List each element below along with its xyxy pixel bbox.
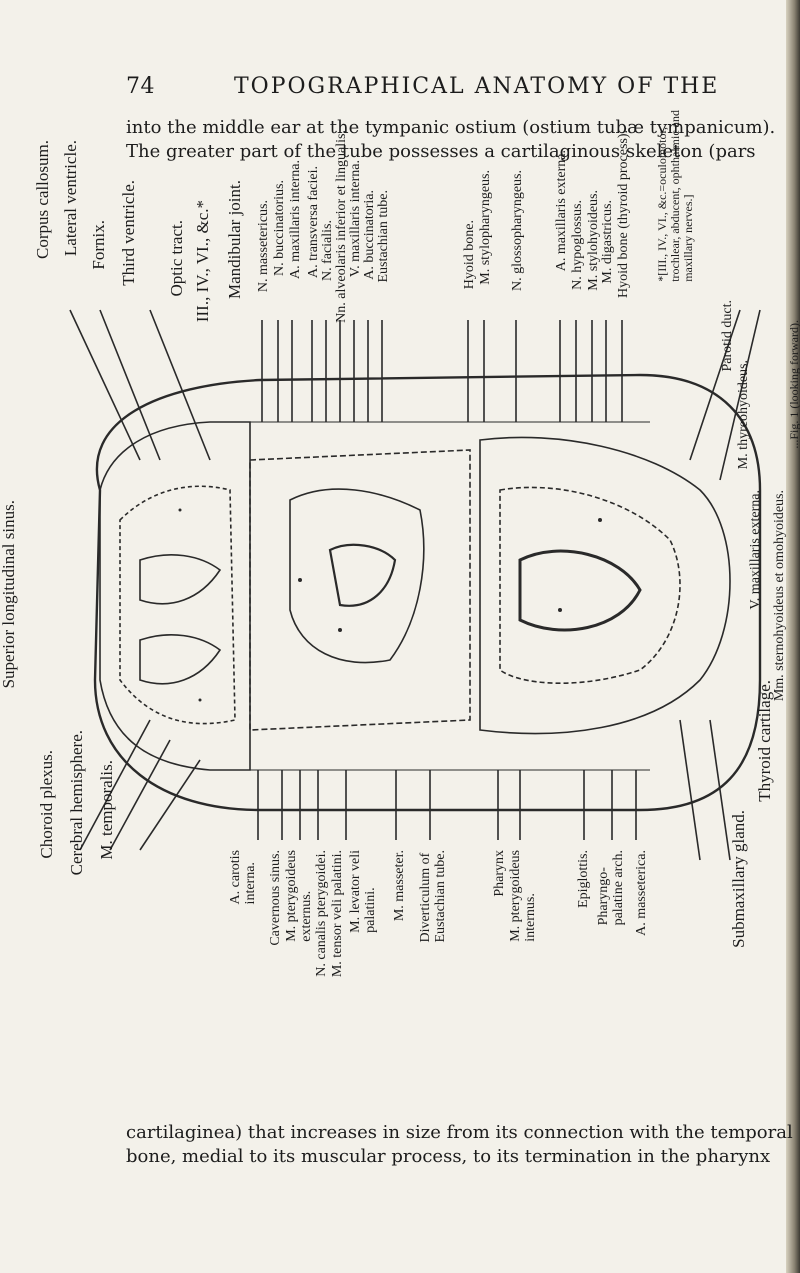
label-hyoid-bone: Hyoid bone.	[462, 220, 477, 290]
label-mandibular-joint: Mandibular joint.	[225, 180, 244, 299]
text-line: bone, medial to its muscular process, to…	[126, 1146, 771, 1167]
label-hyoid-bone-thyroid-process: Hyoid bone (thyroid process).	[616, 130, 631, 298]
label-a-carotis-interna: A. carotis interna.	[228, 850, 258, 905]
label-mm-sternohyoideus: Mm. sternohyoideus et omohyoideus.	[772, 490, 787, 702]
label-figure-caption-fragment: ...Fig. 1 (looking forward).	[787, 320, 800, 449]
anatomical-figure: Superior longitudinal sinus. Corpus call…	[0, 110, 800, 1110]
label-m-masseter: M. masseter.	[392, 850, 407, 922]
paragraph-top: into the middle ear at the tympanic osti…	[126, 116, 776, 164]
paragraph-bottom: cartilaginea) that increases in size fro…	[126, 1121, 793, 1169]
text-line: cartilaginea) that increases in size fro…	[126, 1122, 793, 1143]
label-m-pterygoideus-externus: M. pterygoideus externus.	[284, 850, 314, 942]
label-superior-longitudinal-sinus: Superior longitudinal sinus.	[0, 500, 18, 689]
cross-section-drawing	[69, 309, 762, 861]
page-number: 74	[126, 74, 155, 99]
label-m-stylopharyngeus: M. stylopharyngeus.	[478, 170, 493, 285]
label-a-buccinatoria: A. buccinatoria.	[362, 190, 377, 280]
label-a-maxillaris-interna: A. maxillaris interna.	[288, 160, 303, 279]
label-fornix: Fornix.	[89, 220, 108, 270]
label-n-canalis-pterygoidei: N. canalis pterygoidei.	[314, 850, 329, 977]
label-n-massetericus: N. massetericus.	[256, 200, 271, 293]
label-cerebral-hemisphere: Cerebral hemisphere.	[67, 730, 86, 876]
label-third-ventricle: Third ventricle.	[119, 180, 138, 286]
figure-footnote: *[III., IV., VI., &c.=oculomotor, trochl…	[655, 110, 695, 282]
label-parotid-duct: Parotid duct.	[720, 300, 735, 372]
label-m-digastricus: M. digastricus.	[600, 200, 615, 284]
label-n-buccinatorius: N. buccinatorius.	[272, 180, 287, 277]
label-m-tensor-veli-palatini: M. tensor veli palatini.	[330, 850, 345, 978]
label-corpus-callosum: Corpus callosum.	[33, 140, 52, 259]
label-n-glossopharyngeus: N. glossopharyngeus.	[510, 170, 525, 291]
label-n-hypoglossus: N. hypoglossus.	[570, 200, 585, 290]
label-a-transversa-faciei: A. transversa faciei.	[306, 166, 321, 278]
label-optic-tract: Optic tract.	[167, 220, 186, 297]
label-v-maxillaris-externa: V. maxillaris externa.	[748, 490, 763, 610]
label-submaxillary-gland: Submaxillary gland.	[729, 810, 748, 948]
page-edge-shadow	[786, 0, 800, 1273]
text-line: into the middle ear at the tympanic osti…	[126, 117, 776, 138]
label-nn-alveolaris: Nn. alveolaris inferior et lingualis.	[334, 130, 349, 323]
label-lateral-ventricle: Lateral ventricle.	[61, 140, 80, 257]
label-a-masseterica: A. masseterica.	[634, 850, 649, 936]
label-m-temporalis: M. temporalis.	[97, 760, 116, 860]
running-title: TOPOGRAPHICAL ANATOMY OF THE	[234, 74, 720, 99]
label-v-maxillaris-interna: V. maxillaris interna.	[348, 160, 363, 278]
label-diverticulum: Diverticulum of Eustachian tube.	[418, 850, 448, 943]
label-m-thyreohyoideus: M. thyreohyoideus.	[736, 360, 751, 470]
label-cranial-nerves: III., IV., VI., &c.*	[193, 200, 212, 323]
label-epiglottis: Epiglottis.	[576, 850, 591, 908]
label-m-pterygoideus-internus: M. pterygoideus internus.	[508, 850, 538, 942]
label-choroid-plexus: Choroid plexus.	[37, 750, 56, 859]
label-a-maxillaris-externa: A. maxillaris externa.	[554, 150, 569, 272]
label-eustachian-tube: Eustachian tube.	[376, 190, 391, 283]
label-cavernous-sinus: Cavernous sinus.	[268, 850, 283, 946]
label-n-facialis: N. facialis.	[320, 220, 335, 282]
label-pharyngo-palatine-arch: Pharyngo- palatine arch.	[596, 850, 626, 926]
label-m-levator-veli-palatini: M. levator veli palatini.	[348, 850, 378, 933]
label-pharynx: Pharynx	[492, 850, 507, 897]
text-line: The greater part of the tube possesses a…	[126, 141, 756, 162]
running-header: 74 TOPOGRAPHICAL ANATOMY OF THE	[126, 74, 726, 104]
label-m-stylohyoideus: M. stylohyoideus.	[586, 190, 601, 291]
